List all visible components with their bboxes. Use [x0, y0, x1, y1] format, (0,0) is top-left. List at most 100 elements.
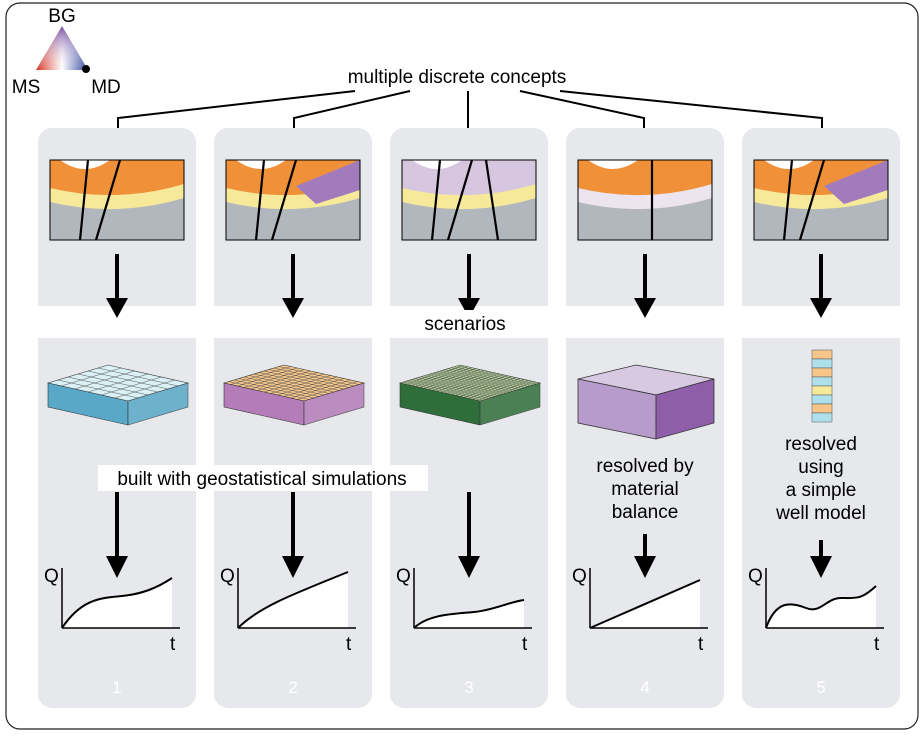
section-border — [49, 159, 185, 241]
arrow-head-2 — [810, 556, 832, 578]
grid-line — [438, 371, 520, 390]
grid-line — [429, 373, 511, 393]
arrow-head-2 — [634, 556, 656, 578]
curve-line — [61, 577, 173, 629]
grid-line — [450, 367, 532, 386]
column-3: Qt3 — [390, 128, 566, 708]
ternary-top-shade — [36, 26, 88, 70]
grid-line — [463, 379, 525, 398]
grid-line — [278, 366, 360, 385]
title-label: multiple discrete concepts — [348, 67, 567, 88]
x-axis-label: t — [346, 634, 352, 655]
cross-section-2 — [225, 159, 361, 241]
method-label-5-line: well model — [775, 503, 866, 524]
ternary-vertex-left: MS — [12, 77, 41, 98]
arrow-head — [106, 298, 128, 318]
well-cell — [811, 412, 833, 423]
curve-line — [237, 571, 349, 629]
cross-section-3 — [401, 159, 537, 241]
curve-fill — [414, 600, 524, 628]
production-curve-5: Qt — [748, 566, 884, 655]
scenarios-label-bg — [412, 310, 520, 338]
arrow-head — [634, 298, 656, 318]
production-curve-3: Qt — [396, 566, 532, 655]
y-axis-label: Q — [396, 566, 411, 587]
gap — [724, 128, 742, 306]
y-axis-label: Q — [748, 566, 763, 587]
grid-line — [453, 366, 535, 386]
erosion — [60, 160, 110, 169]
layer-purple — [296, 160, 360, 204]
curve-line — [413, 599, 525, 629]
grid-line — [297, 381, 358, 400]
ternary-legend: BG MS MD — [12, 6, 121, 98]
fault — [270, 159, 298, 241]
fault — [446, 159, 474, 241]
grid-line — [435, 371, 517, 391]
column-number-4: 4 — [640, 678, 649, 697]
grid-line — [459, 378, 521, 397]
cross-section-4 — [577, 159, 713, 241]
method-label-5-line: resolved — [785, 434, 857, 455]
grid-line — [456, 365, 538, 385]
model-1 — [46, 364, 190, 426]
section-border — [401, 159, 537, 241]
erosion — [764, 160, 814, 169]
section-border — [577, 159, 713, 241]
x-axis-label: t — [698, 634, 704, 655]
model-5 — [811, 349, 833, 423]
column-2: Qt2 — [214, 128, 390, 708]
method-label-4-line: material — [611, 479, 679, 500]
panel-bottom-ext — [214, 338, 372, 354]
gap — [548, 128, 566, 306]
well-cell — [811, 358, 833, 369]
panel-bottom-ext — [566, 338, 724, 354]
well-cell — [811, 394, 833, 405]
fault — [254, 159, 266, 241]
grid-line — [455, 377, 517, 396]
column-number-5: 5 — [816, 678, 825, 697]
production-curve-1: Qt — [44, 566, 180, 655]
gap — [196, 128, 214, 306]
fault — [484, 159, 500, 241]
y-axis-label: Q — [44, 566, 59, 587]
cross-section-1 — [49, 159, 185, 241]
grid-line — [444, 369, 526, 388]
column-1: Qt1 — [38, 128, 214, 708]
model-4 — [577, 364, 715, 440]
production-curve-4: Qt — [572, 566, 708, 655]
grid-line — [475, 381, 537, 401]
section-border — [225, 159, 361, 241]
method-label-1-bg — [98, 465, 428, 491]
arrow-head — [810, 298, 832, 318]
layer-purple — [824, 160, 888, 204]
grid-line — [447, 368, 529, 387]
well-cell — [811, 376, 833, 387]
grid-line — [97, 367, 179, 387]
fault — [782, 159, 794, 241]
production-curve-2: Qt — [220, 566, 356, 655]
x-axis-label: t — [874, 634, 880, 655]
arrow-head-2 — [458, 556, 480, 578]
well-cell — [811, 367, 833, 378]
fault — [430, 159, 442, 241]
erosion — [588, 160, 638, 169]
grid-line — [471, 380, 533, 400]
curve-line — [765, 585, 877, 629]
block-side — [655, 378, 715, 440]
grid-line — [443, 374, 505, 394]
grid-line — [432, 372, 514, 392]
arrow-head — [282, 298, 304, 318]
gap — [372, 128, 390, 306]
arrow-head-2 — [106, 556, 128, 578]
cross-section-5 — [753, 159, 889, 241]
well-cell — [811, 385, 833, 396]
grid-line — [441, 370, 523, 389]
panel-bottom-ext — [742, 338, 900, 354]
section-border — [753, 159, 889, 241]
x-axis-label: t — [522, 634, 528, 655]
well-cell — [811, 349, 833, 360]
ternary-vertex-top: BG — [48, 6, 75, 27]
